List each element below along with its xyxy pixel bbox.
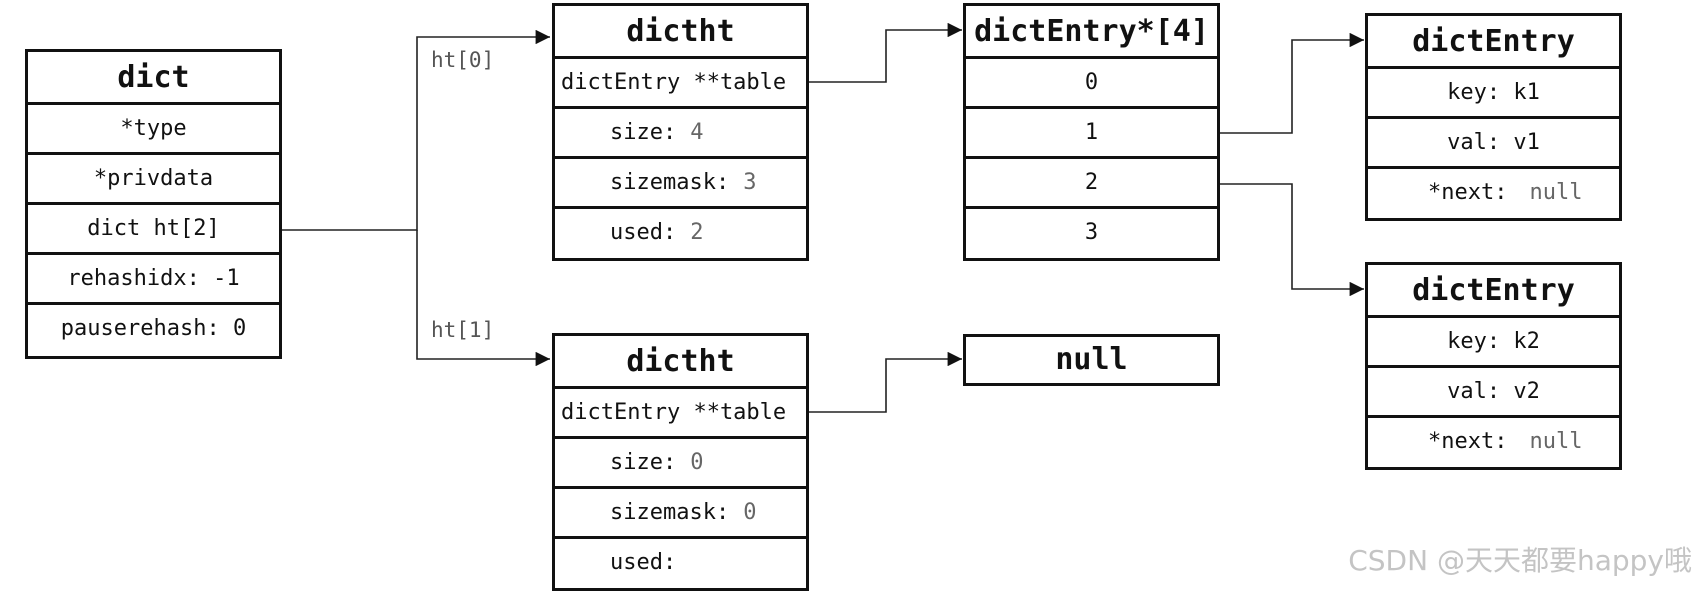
entry-array-title: dictEntry*[4]	[966, 6, 1217, 59]
dict-field-ht: dict ht[2]	[28, 205, 279, 255]
size-label: size:	[610, 120, 677, 145]
arrow-slot1-to-entry1	[1219, 32, 1364, 134]
null-box: null	[963, 334, 1220, 386]
next-value: null	[1529, 429, 1583, 454]
dict-field-rehashidx: rehashidx: -1	[28, 255, 279, 305]
arrow-table1-to-null	[808, 351, 962, 413]
dictht1-used: used:	[555, 539, 806, 586]
used-value: 2	[690, 220, 704, 245]
label-ht0: ht[0]	[431, 48, 495, 72]
size-label: size:	[610, 450, 677, 475]
array-slot-3: 3	[1084, 220, 1099, 245]
size-value: 4	[690, 120, 704, 145]
dictht1-sizemask: sizemask: 0	[555, 489, 806, 539]
entry2-key: key: k2	[1368, 318, 1619, 368]
entry1-next: *next: null	[1368, 169, 1619, 216]
dict-entry-2: dictEntry key: k2 val: v2 *next: null	[1365, 262, 1622, 470]
dictht1-size: size: 0	[555, 439, 806, 489]
array-slot-2: 2	[966, 159, 1217, 209]
next-label: *next:	[1428, 180, 1508, 205]
dictht0-sizemask: sizemask: 3	[555, 159, 806, 209]
entry2-next: *next: null	[1368, 418, 1619, 465]
sizemask-label: sizemask:	[610, 170, 730, 195]
sizemask-value: 0	[743, 500, 757, 525]
dict-struct: dict *type *privdata dict ht[2] rehashid…	[25, 49, 282, 359]
dictht0-title: dictht	[555, 6, 806, 59]
next-value: null	[1529, 180, 1583, 205]
used-label: used:	[610, 220, 677, 245]
entry1-key: key: k1	[1368, 69, 1619, 119]
dictht0-struct: dictht dictEntry **table size: 4 sizemas…	[552, 3, 809, 261]
size-value: 0	[690, 450, 704, 475]
dictht0-table: dictEntry **table	[555, 59, 806, 109]
dict-field-pauserehash: pauserehash: 0	[60, 316, 247, 341]
entry2-val: val: v2	[1368, 368, 1619, 418]
dict-field-type: *type	[28, 105, 279, 155]
dictht1-table: dictEntry **table	[555, 389, 806, 439]
dict-title: dict	[28, 52, 279, 105]
sizemask-value: 3	[743, 170, 757, 195]
label-ht1: ht[1]	[431, 318, 495, 342]
dict-entry-1: dictEntry key: k1 val: v1 *next: null	[1365, 13, 1622, 221]
array-slot-1: 1	[966, 109, 1217, 159]
used-label: used:	[610, 550, 677, 575]
entry-array: dictEntry*[4] 0 1 2 3	[963, 3, 1220, 261]
sizemask-label: sizemask:	[610, 500, 730, 525]
null-title: null	[1055, 341, 1128, 377]
dict-field-privdata: *privdata	[28, 155, 279, 205]
dictht1-struct: dictht dictEntry **table size: 0 sizemas…	[552, 333, 809, 591]
dictht0-used: used: 2	[555, 209, 806, 256]
entry1-title: dictEntry	[1368, 16, 1619, 69]
entry1-val: val: v1	[1368, 119, 1619, 169]
next-label: *next:	[1428, 429, 1508, 454]
watermark: CSDN @天天都要happy哦	[1348, 544, 1692, 577]
arrow-table0-to-array	[808, 22, 962, 83]
dictht0-size: size: 4	[555, 109, 806, 159]
array-slot-0: 0	[966, 59, 1217, 109]
arrow-slot2-to-entry2	[1219, 183, 1364, 297]
arrow-dict-to-dictht0	[281, 29, 550, 231]
entry2-title: dictEntry	[1368, 265, 1619, 318]
dictht1-title: dictht	[555, 336, 806, 389]
arrow-dict-to-dictht1	[416, 230, 550, 367]
